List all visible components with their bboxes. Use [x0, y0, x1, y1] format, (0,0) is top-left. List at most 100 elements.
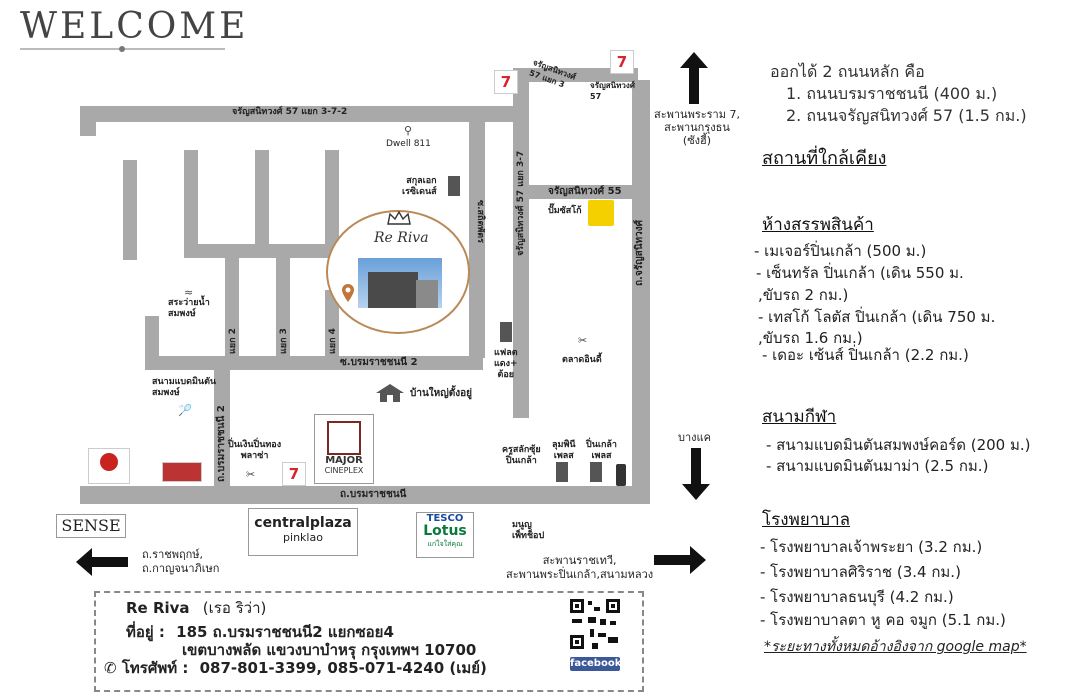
- road-borom2: [214, 356, 230, 490]
- road-soi-a: [123, 160, 137, 260]
- central-plaza-logo: centralplaza pinklao: [248, 508, 358, 556]
- road-soi2: [225, 244, 239, 370]
- label-road-borom2: ถ.บรมราชชนนี 2: [216, 405, 227, 482]
- label-petrol: ปั๊มซัสโก้: [548, 206, 582, 216]
- contact-card: Re Riva (เรอ ริว่า) ที่อยู่ : 185 ถ.บรมร…: [94, 591, 644, 692]
- market-icon: ✂: [578, 334, 588, 347]
- label-east: สะพานราชเทวี, สะพานพระปิ่นเกล้า,สนามหลวง: [506, 554, 654, 581]
- label-school: สกุลเอก เรซิเดนส์: [402, 176, 437, 197]
- road-borom-main: [80, 486, 650, 504]
- seven-eleven-logo-2: 7: [610, 50, 634, 74]
- road-soi-left-top: [80, 106, 96, 136]
- road-horizontal-mid: [184, 244, 344, 258]
- label-west: ถ.ราชพฤกษ์, ถ.กาญจนาภิเษก: [142, 548, 220, 575]
- phone-icon: ✆: [104, 659, 117, 677]
- contact-address-2: เขตบางพลัด แขวงบาบำหรุ กรุงเทพฯ 10700: [182, 641, 477, 659]
- building-icon-lumpini: [556, 462, 568, 482]
- mall-item: - เมเจอร์ปิ่นเกล้า (500 ม.): [754, 242, 927, 260]
- traffic-light-icon: [616, 464, 626, 486]
- label-lumpini: ลุมพินี เพลส: [552, 440, 576, 461]
- label-house: บ้านใหญ่ตั้งอยู่: [410, 388, 473, 399]
- re-riva-logo: Re Riva: [374, 230, 429, 246]
- label-badminton: สนามแบดมินตัน สมพงษ์: [152, 377, 217, 398]
- label-road-soi57-3: จรัญสนิทวงศ์ 57 แยก 3: [527, 57, 577, 90]
- utensils-icon: ✂: [246, 468, 256, 481]
- label-road-satitpat: ซ.สถิตพัตร: [475, 200, 485, 243]
- mall-item: - เทสโก้ โลตัส ปิ่นเกล้า (เดิน 750 ม.: [758, 308, 996, 326]
- pin-icon-dwell: ⚲: [404, 124, 413, 137]
- seven-eleven-logo-3: 7: [282, 462, 306, 486]
- label-road-57-3-7: จรัญสนิทวงศ์ 57 แยก 3-7: [516, 150, 526, 256]
- location-pin-icon: [342, 284, 354, 302]
- road-soi-b: [184, 150, 198, 250]
- label-pinklao-place: ปิ่นเกล้า เพลส: [586, 440, 617, 461]
- label-pet-shop: มนูญ เพ็ทช็อป: [512, 520, 545, 541]
- nearby-title: สถานที่ใกล้เคียง: [762, 148, 887, 169]
- the-sense-logo: SENSE: [56, 514, 126, 538]
- sports-item: - สนามแบดมินตันสมพงษ์คอร์ด (200 ม.): [766, 436, 1031, 454]
- mall-item: ,ขับรถ 2 กม.): [758, 286, 849, 304]
- road-soi-d: [325, 150, 339, 250]
- mall-item: ,ขับรถ 1.6 กม.): [758, 329, 863, 347]
- sports-item: - สนามแบดมินตันมาม่า (2.5 กม.): [766, 457, 989, 475]
- mall-item: - เซ็นทรัล ปิ่นเกล้า (เดิน 550 ม.: [756, 264, 964, 282]
- hospital-item: - โรงพยาบาลธนบุรี (4.2 กม.): [760, 588, 954, 606]
- map: จรัญสนิทวงศ์ 57 แยก 3-7-2 จรัญสนิทวงศ์ 5…: [56, 50, 740, 581]
- building-icon-pinklao-place: [590, 462, 602, 482]
- arrow-south-icon: [682, 448, 710, 500]
- seven-eleven-logo-1: 7: [494, 70, 518, 94]
- arrow-east-icon: [654, 546, 706, 574]
- label-road-top: จรัญสนิทวงศ์ 57 แยก 3-7-2: [232, 107, 348, 117]
- contact-name: Re Riva (เรอ ริว่า): [126, 599, 267, 617]
- road-soi-c: [255, 150, 269, 250]
- building-icon-flats: [500, 322, 512, 342]
- malls-title: ห้างสรรพสินค้า: [762, 215, 874, 235]
- road-soi4: [325, 290, 339, 370]
- label-dwell: Dwell 811: [386, 139, 431, 149]
- label-police: ครูสลักซุ้ย ปิ่นเกล้า: [502, 445, 541, 466]
- contact-phone: ✆ โทรศัพท์ : 087-801-3399, 085-071-4240 …: [104, 659, 487, 677]
- tesco-lotus-logo: TESCO Lotus แก่ใจใส่คุณ: [416, 512, 474, 558]
- footnote: *ระยะทางทั้งหมดอ้างอิงจาก google map*: [764, 639, 1027, 655]
- contact-address-1: ที่อยู่ : 185 ถ.บรมราชชนนี2 แยกซอย4: [126, 623, 394, 641]
- road-left-vertical: [145, 316, 159, 368]
- arrow-north-icon: [680, 52, 708, 104]
- label-road-borom-main: ถ.บรมราชชนนี: [340, 489, 407, 500]
- arrow-west-icon: [76, 548, 128, 576]
- facebook-badge[interactable]: facebook: [570, 657, 622, 671]
- house-icon: [376, 384, 404, 402]
- building-icon-school: [448, 176, 460, 196]
- mall-item: - เดอะ เซ้นส์ ปิ่นเกล้า (2.2 กม.): [762, 346, 969, 364]
- road-charan-main: [632, 80, 650, 504]
- label-soi4: แยก 4: [328, 328, 338, 354]
- label-flats: แฟลต แดง+ ต้อย: [494, 348, 518, 380]
- petrol-logo: [588, 200, 614, 226]
- label-north: สะพานพระราม 7, สะพานกรุงธน (ซังฮี้): [654, 108, 740, 147]
- welcome-ornament: [20, 46, 225, 52]
- badminton-icon: 🏸: [178, 404, 192, 417]
- label-road-borom2-soi: ซ.บรมราชชนนี 2: [340, 357, 418, 368]
- hospitals-title: โรงพยาบาล: [762, 510, 851, 530]
- crown-icon: [387, 210, 411, 225]
- qr-code-icon[interactable]: [568, 597, 622, 651]
- exit-2: 2. ถนนจรัญสนิทวงศ์ 57 (1.5 กม.): [786, 106, 1027, 125]
- welcome-title: WELCOME: [20, 6, 249, 47]
- swim-icon: ≈: [184, 286, 194, 299]
- road-soi3: [276, 244, 290, 370]
- label-pool: สระว่ายน้ำ สมพงษ์: [168, 298, 210, 319]
- label-pinklao-market: ปิ่นเงินปิ่นทอง พลาซ่า: [228, 440, 282, 461]
- hospital-item: - โรงพยาบาลเจ้าพระยา (3.2 กม.): [760, 538, 983, 556]
- sports-title: สนามกีฬา: [762, 407, 837, 427]
- label-soi3: แยก 3: [279, 328, 289, 354]
- road-charan55: [529, 185, 632, 199]
- building-photo: [358, 258, 442, 308]
- road-57-3-7: [513, 76, 529, 418]
- road-top: [80, 106, 525, 122]
- small-logo-2: [162, 462, 202, 482]
- small-logo-1: [88, 448, 130, 484]
- major-cineplex-logo: MAJOR CINEPLEX: [314, 414, 374, 484]
- hospital-item: - โรงพยาบาลตา หู คอ จมูก (5.1 กม.): [760, 611, 1006, 629]
- label-south: บางแค: [678, 431, 711, 444]
- label-road-soi57-top: จรัญสนิทวงศ์ 57: [590, 81, 635, 101]
- label-road-charan-main: ถ.จรัญสนิทวงศ์: [634, 220, 645, 286]
